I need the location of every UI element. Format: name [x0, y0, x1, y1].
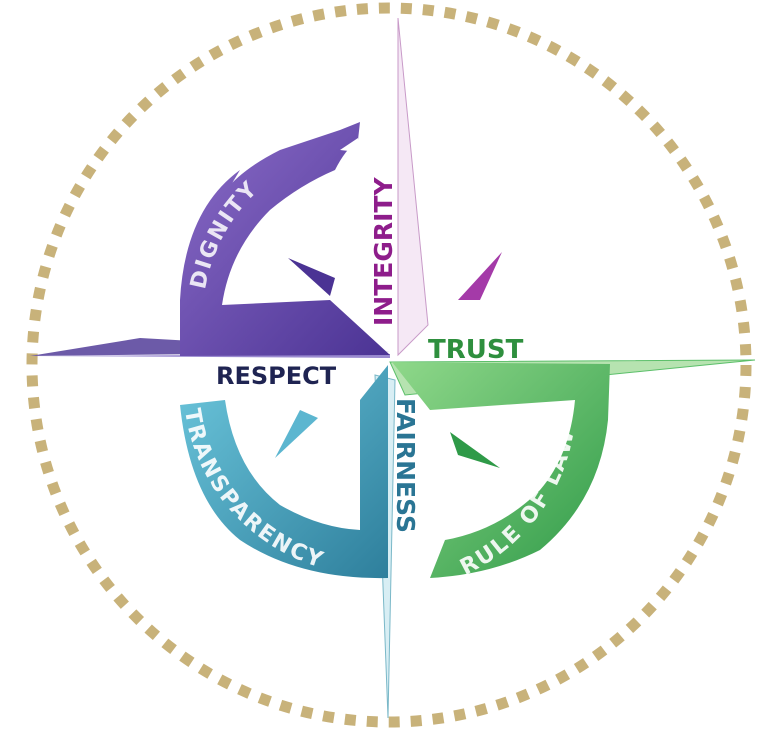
label-fairness: FAIRNESS: [391, 398, 420, 533]
label-integrity: INTEGRITY: [369, 177, 398, 326]
quadrant-rule-of-law: [392, 362, 610, 578]
quadrant-transparency: [180, 365, 388, 579]
label-respect: RESPECT: [216, 362, 337, 390]
arc-label-accountability: ACCOUNTABILITY: [419, 121, 619, 278]
label-trust: TRUST: [428, 335, 524, 365]
needle-accent-top-right: [458, 252, 502, 300]
quadrant-dignity: [180, 122, 390, 356]
dotted-ring-icon: [26, 2, 752, 728]
